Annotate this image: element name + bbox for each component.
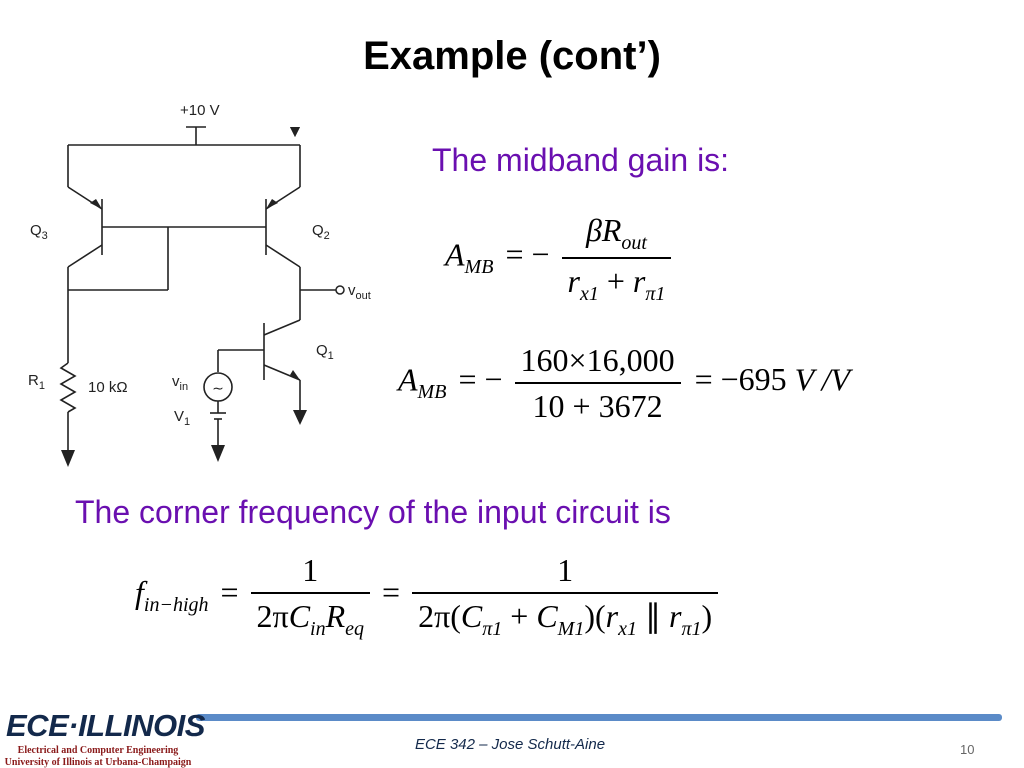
equation-midband-value: AMB = − 160×16,000 10 + 3672 = −695 V /V <box>398 338 850 428</box>
eq3-den2-c1: C <box>460 598 483 634</box>
r1-value: 10 kΩ <box>88 379 128 396</box>
eq3-den1-r-sub: eq <box>345 618 365 640</box>
equation-midband-formula: AMB = − βRout rx1 + rπ1 <box>445 208 672 308</box>
q3-sub: 3 <box>42 230 48 242</box>
eq3-equals1: = <box>220 573 239 610</box>
v1-label: V <box>174 408 184 425</box>
eq3-parallel: ∥ <box>645 598 661 634</box>
equation-corner-frequency: fin−high = 1 2πCinReq = 1 2π(Cπ1 + CM1)(… <box>135 548 719 643</box>
eq3-fraction2: 1 2π(Cπ1 + CM1)(rx1 ∥ rπ1) <box>412 548 719 643</box>
vin-sub: in <box>180 381 189 393</box>
vout-label: v <box>348 282 356 299</box>
q1-sub: 1 <box>328 350 334 362</box>
q3-label: Q <box>30 222 42 239</box>
eq3-den2-c2: C <box>536 598 558 634</box>
eq3-fraction1: 1 2πCinReq <box>250 548 371 643</box>
logo-department: Electrical and Computer Engineering <box>17 745 179 756</box>
eq1-beta: β <box>585 212 602 248</box>
eq3-plus: + <box>510 598 529 634</box>
eq3-lhs: f <box>135 573 144 610</box>
r1-sub: 1 <box>39 380 45 392</box>
midband-heading: The midband gain is: <box>432 142 730 178</box>
eq1-den-sub2: π1 <box>645 283 666 305</box>
svg-text:Q1: Q1 <box>316 342 334 362</box>
eq3-num2: 1 <box>412 548 719 594</box>
eq1-den-sub1: x1 <box>579 283 599 305</box>
eq3-den1-coef: 2π <box>256 598 289 634</box>
slide-title: Example (cont’) <box>363 34 661 78</box>
eq2-numerator: 160×16,000 <box>514 338 681 384</box>
svg-text:∼: ∼ <box>212 380 224 396</box>
eq3-den2-r1: r <box>605 598 619 634</box>
footer-divider <box>196 714 1002 721</box>
eq1-equals: = − <box>505 236 550 273</box>
page-number: 10 <box>960 742 975 757</box>
svg-text:R1: R1 <box>28 372 45 392</box>
eq1-num-sub: out <box>621 232 647 254</box>
eq1-den-r1: r <box>567 263 580 299</box>
eq3-den1-r: R <box>325 598 346 634</box>
eq1-fraction: βRout rx1 + rπ1 <box>561 208 672 308</box>
eq3-equals2: = <box>382 573 401 610</box>
svg-text:vin: vin <box>172 373 188 393</box>
eq2-unit: V /V <box>794 361 851 398</box>
vin-label: v <box>172 373 180 390</box>
eq3-den2-r1-sub: x1 <box>618 618 637 640</box>
eq1-lhs: A <box>445 236 465 273</box>
eq2-denominator: 10 + 3672 <box>532 388 663 424</box>
eq3-den2-r2-sub: π1 <box>681 618 702 640</box>
vout-sub: out <box>356 290 371 302</box>
eq1-num-r: R <box>601 212 622 248</box>
footer-course: ECE 342 – Jose Schutt-Aine <box>414 736 606 753</box>
eq2-fraction: 160×16,000 10 + 3672 <box>514 338 681 428</box>
v1-sub: 1 <box>184 416 190 428</box>
eq3-den2-c2-sub: M1 <box>557 618 585 640</box>
eq1-lhs-sub: MB <box>464 256 494 279</box>
eq2-lhs-sub: MB <box>417 381 447 404</box>
eq2-lhs: A <box>398 361 418 398</box>
eq3-den2-r2: r <box>669 598 682 634</box>
q2-label: Q <box>312 222 324 239</box>
supply-label: +10 V <box>180 102 220 119</box>
eq3-den2-coef: 2π <box>418 598 451 634</box>
r1-label: R <box>28 372 39 389</box>
eq1-den-r2: r <box>632 263 646 299</box>
eq3-den2-c1-sub: π1 <box>482 618 503 640</box>
eq2-result: = −695 <box>694 361 787 398</box>
svg-text:Q3: Q3 <box>30 222 48 242</box>
svg-text:V1: V1 <box>174 408 190 428</box>
eq3-den1-c: C <box>288 598 311 634</box>
ece-illinois-logo: ECE·ILLINOIS <box>6 708 205 743</box>
eq3-lhs-sub: in−high <box>143 593 209 616</box>
svg-text:Q2: Q2 <box>312 222 330 242</box>
eq3-den1-c-sub: in <box>310 618 326 640</box>
q1-label: Q <box>316 342 328 359</box>
eq2-equals: = − <box>458 361 503 398</box>
corner-frequency-heading: The corner frequency of the input circui… <box>75 494 671 530</box>
logo-university: University of Illinois at Urbana-Champai… <box>4 757 192 768</box>
eq1-plus: + <box>606 263 625 299</box>
svg-text:vout: vout <box>348 282 371 302</box>
circuit-diagram: ∼ +10 V Q3 Q2 Q1 vout R1 10 kΩ vin V1 <box>28 102 371 467</box>
eq3-num1: 1 <box>250 548 371 594</box>
q2-sub: 2 <box>324 230 330 242</box>
